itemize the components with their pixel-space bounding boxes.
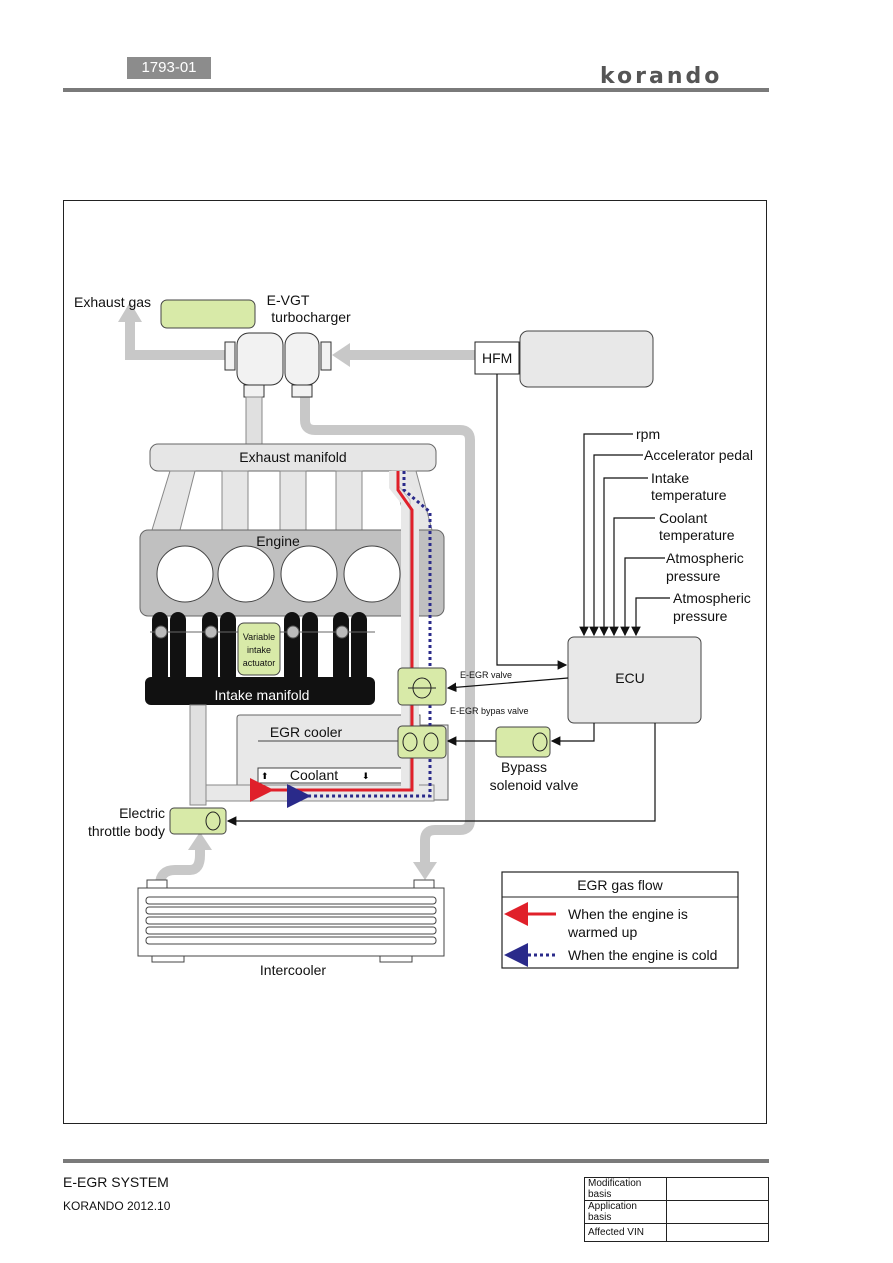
svg-text:⬆: ⬆	[261, 771, 269, 781]
intercooler-label: Intercooler	[260, 962, 326, 978]
duct-arrowheads	[118, 302, 437, 880]
input-coolant-temp-1: Coolant	[659, 510, 707, 526]
document-code: 1793-01	[127, 57, 211, 79]
table-cell-value	[666, 1200, 769, 1224]
intercooler	[137, 879, 445, 963]
legend-warm-1: When the engine is	[568, 906, 688, 922]
header-rule	[63, 88, 769, 92]
input-intake-temp-1: Intake	[651, 470, 689, 486]
table-row: Modification basis	[584, 1177, 769, 1201]
air-cleaner-box	[519, 330, 654, 388]
input-atm1-2: pressure	[666, 568, 721, 584]
egr-bypass-valve-label: E-EGR bypas valve	[450, 706, 529, 716]
engine-label: Engine	[256, 533, 300, 549]
bypass-solenoid-valve	[495, 726, 551, 758]
turbo-to-intercooler-duct	[300, 390, 475, 870]
ecu-box	[567, 636, 702, 724]
legend-cold: When the engine is cold	[568, 947, 717, 963]
egr-cooler-label: EGR cooler	[270, 724, 343, 740]
via-label-2: intake	[247, 645, 271, 655]
catalyst-box	[160, 299, 256, 329]
input-intake-temp-2: temperature	[651, 487, 727, 503]
electric-throttle-body	[169, 807, 227, 835]
input-accel: Accelerator pedal	[644, 447, 753, 463]
intercooler-to-throttle-duct	[155, 840, 205, 890]
footer-title: E-EGR SYSTEM	[63, 1174, 169, 1190]
ecu-label: ECU	[615, 670, 645, 686]
brand-logo: korando	[600, 64, 723, 89]
svg-text:⬇: ⬇	[362, 771, 370, 781]
table-cell-value	[666, 1177, 769, 1201]
legend-title: EGR gas flow	[577, 877, 663, 893]
input-coolant-temp-2: temperature	[659, 527, 735, 543]
egr-bypass-valve	[397, 725, 447, 759]
egr-valve-label: E-EGR valve	[460, 670, 512, 680]
table-row: Application basis	[584, 1200, 769, 1224]
coolant-label: Coolant	[290, 767, 338, 783]
turbo-label-2: turbocharger	[271, 309, 351, 325]
intake-manifold	[145, 677, 375, 705]
input-atm2-1: Atmospheric	[673, 590, 751, 606]
warm-flow-path	[250, 471, 414, 802]
egr-valve	[397, 667, 447, 706]
input-atm1-1: Atmospheric	[666, 550, 744, 566]
table-cell-label: Application basis	[584, 1200, 667, 1224]
bypass-label-1: Bypass	[501, 759, 547, 775]
variable-intake-actuator	[237, 622, 281, 676]
legend	[501, 871, 739, 969]
footer-rule	[63, 1159, 769, 1163]
cylinders	[156, 545, 401, 603]
turbocharger	[224, 332, 332, 398]
etb-label-1: Electric	[119, 805, 165, 821]
table-cell-label: Modification basis	[584, 1177, 667, 1201]
diagram-frame	[63, 200, 767, 1124]
input-atm2-2: pressure	[673, 608, 728, 624]
etb-label-2: throttle body	[88, 823, 165, 839]
table-row: Affected VIN	[584, 1223, 769, 1242]
exhaust-manifold-label: Exhaust manifold	[239, 449, 346, 465]
footer-subtitle: KORANDO 2012.10	[63, 1199, 171, 1213]
intake-manifold-label: Intake manifold	[215, 687, 310, 703]
revision-table: Modification basis Application basis Aff…	[584, 1177, 769, 1242]
table-cell-value	[666, 1223, 769, 1242]
turbo-label-1: E-VGT	[267, 292, 310, 308]
input-rpm: rpm	[636, 426, 660, 442]
exhaust-gas-label: Exhaust gas	[74, 294, 151, 310]
bypass-label-2: solenoid valve	[490, 777, 579, 793]
air-ducts	[125, 315, 480, 890]
table-cell-label: Affected VIN	[584, 1223, 667, 1242]
cold-flow-path	[287, 471, 432, 808]
legend-warm-2: warmed up	[567, 924, 637, 940]
via-label-3: actuator	[243, 658, 276, 668]
exhaust-duct	[125, 315, 235, 360]
hfm-label: HFM	[482, 350, 512, 366]
via-label-1: Variable	[243, 632, 275, 642]
signal-lines	[226, 374, 670, 826]
